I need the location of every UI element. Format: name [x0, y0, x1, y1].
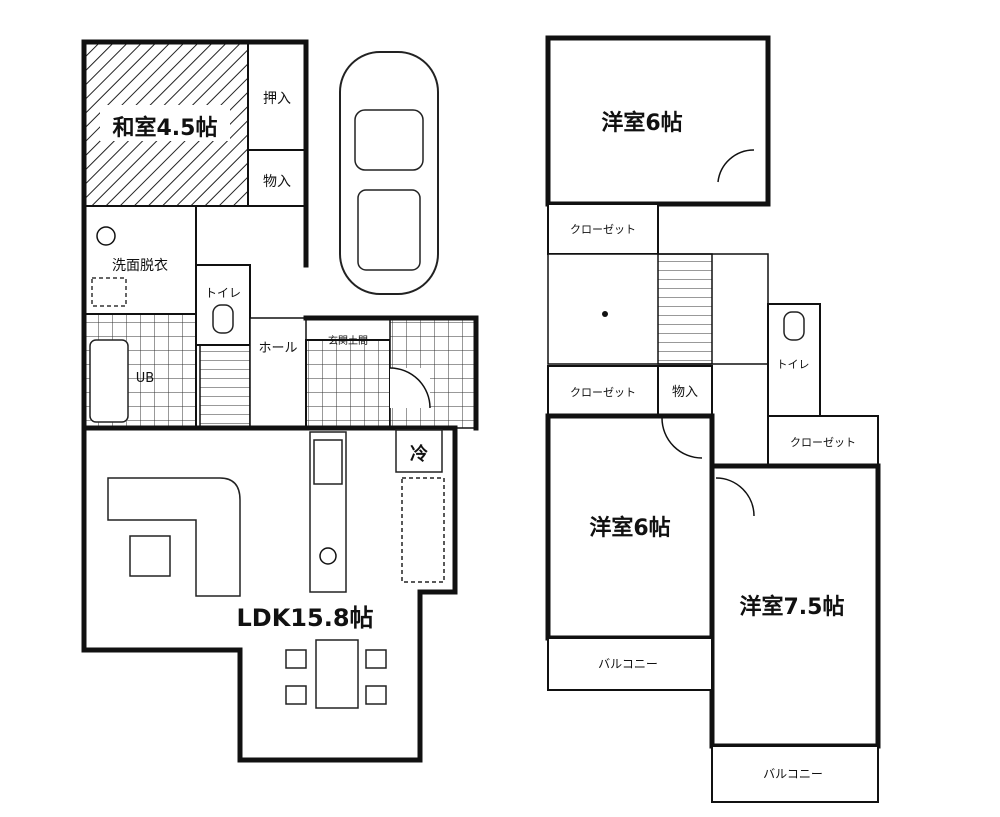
genkan-label: 玄関土間: [328, 334, 368, 347]
youshitsu-top-room: [545, 35, 771, 207]
senmen-label: 洗面脱衣: [112, 258, 168, 274]
monoire-label-1f: 物入: [263, 174, 291, 190]
youshitsu-right-label: 洋室7.5帖: [740, 594, 845, 620]
rei-label: 冷: [410, 443, 428, 465]
youshitsu-top-label: 洋室6帖: [601, 110, 682, 136]
balcony-left-label: バルコニー: [598, 657, 658, 671]
youshitsu-mid-room: [545, 413, 715, 641]
stairs-1f: [199, 344, 251, 429]
car-icon: [339, 51, 439, 295]
ub-label: UB: [136, 371, 154, 386]
floor-1-plan: [81, 39, 479, 763]
closet-top-label: クローゼット: [570, 223, 636, 236]
monoire-room-1f: [247, 149, 307, 207]
balcony-right: [711, 745, 879, 803]
closet-right-room: [767, 415, 879, 467]
monoire-room-2f: [657, 365, 713, 417]
toilet-label-2f: トイレ: [777, 358, 810, 371]
closet-right-label: クローゼット: [790, 436, 856, 449]
hall-label: ホール: [258, 341, 297, 356]
oshiire-label: 押入: [263, 91, 291, 107]
stairs-2f: [657, 253, 713, 365]
ldk-label: LDK15.8帖: [236, 604, 373, 632]
balcony-left: [547, 637, 713, 691]
youshitsu-right-room: [709, 463, 881, 749]
balcony-right-label: バルコニー: [763, 767, 823, 781]
closet-mid-label: クローゼット: [570, 386, 636, 399]
monoire-label-2f: 物入: [672, 385, 698, 400]
youshitsu-mid-label: 洋室6帖: [589, 515, 670, 541]
hall-room: [249, 317, 307, 429]
floor-2-plan: [545, 35, 881, 803]
closet-mid-room: [547, 365, 659, 417]
toilet-label-1f: トイレ: [205, 286, 241, 300]
genkan-room: [305, 339, 391, 429]
washitsu-label: 和室4.5帖: [113, 115, 218, 141]
